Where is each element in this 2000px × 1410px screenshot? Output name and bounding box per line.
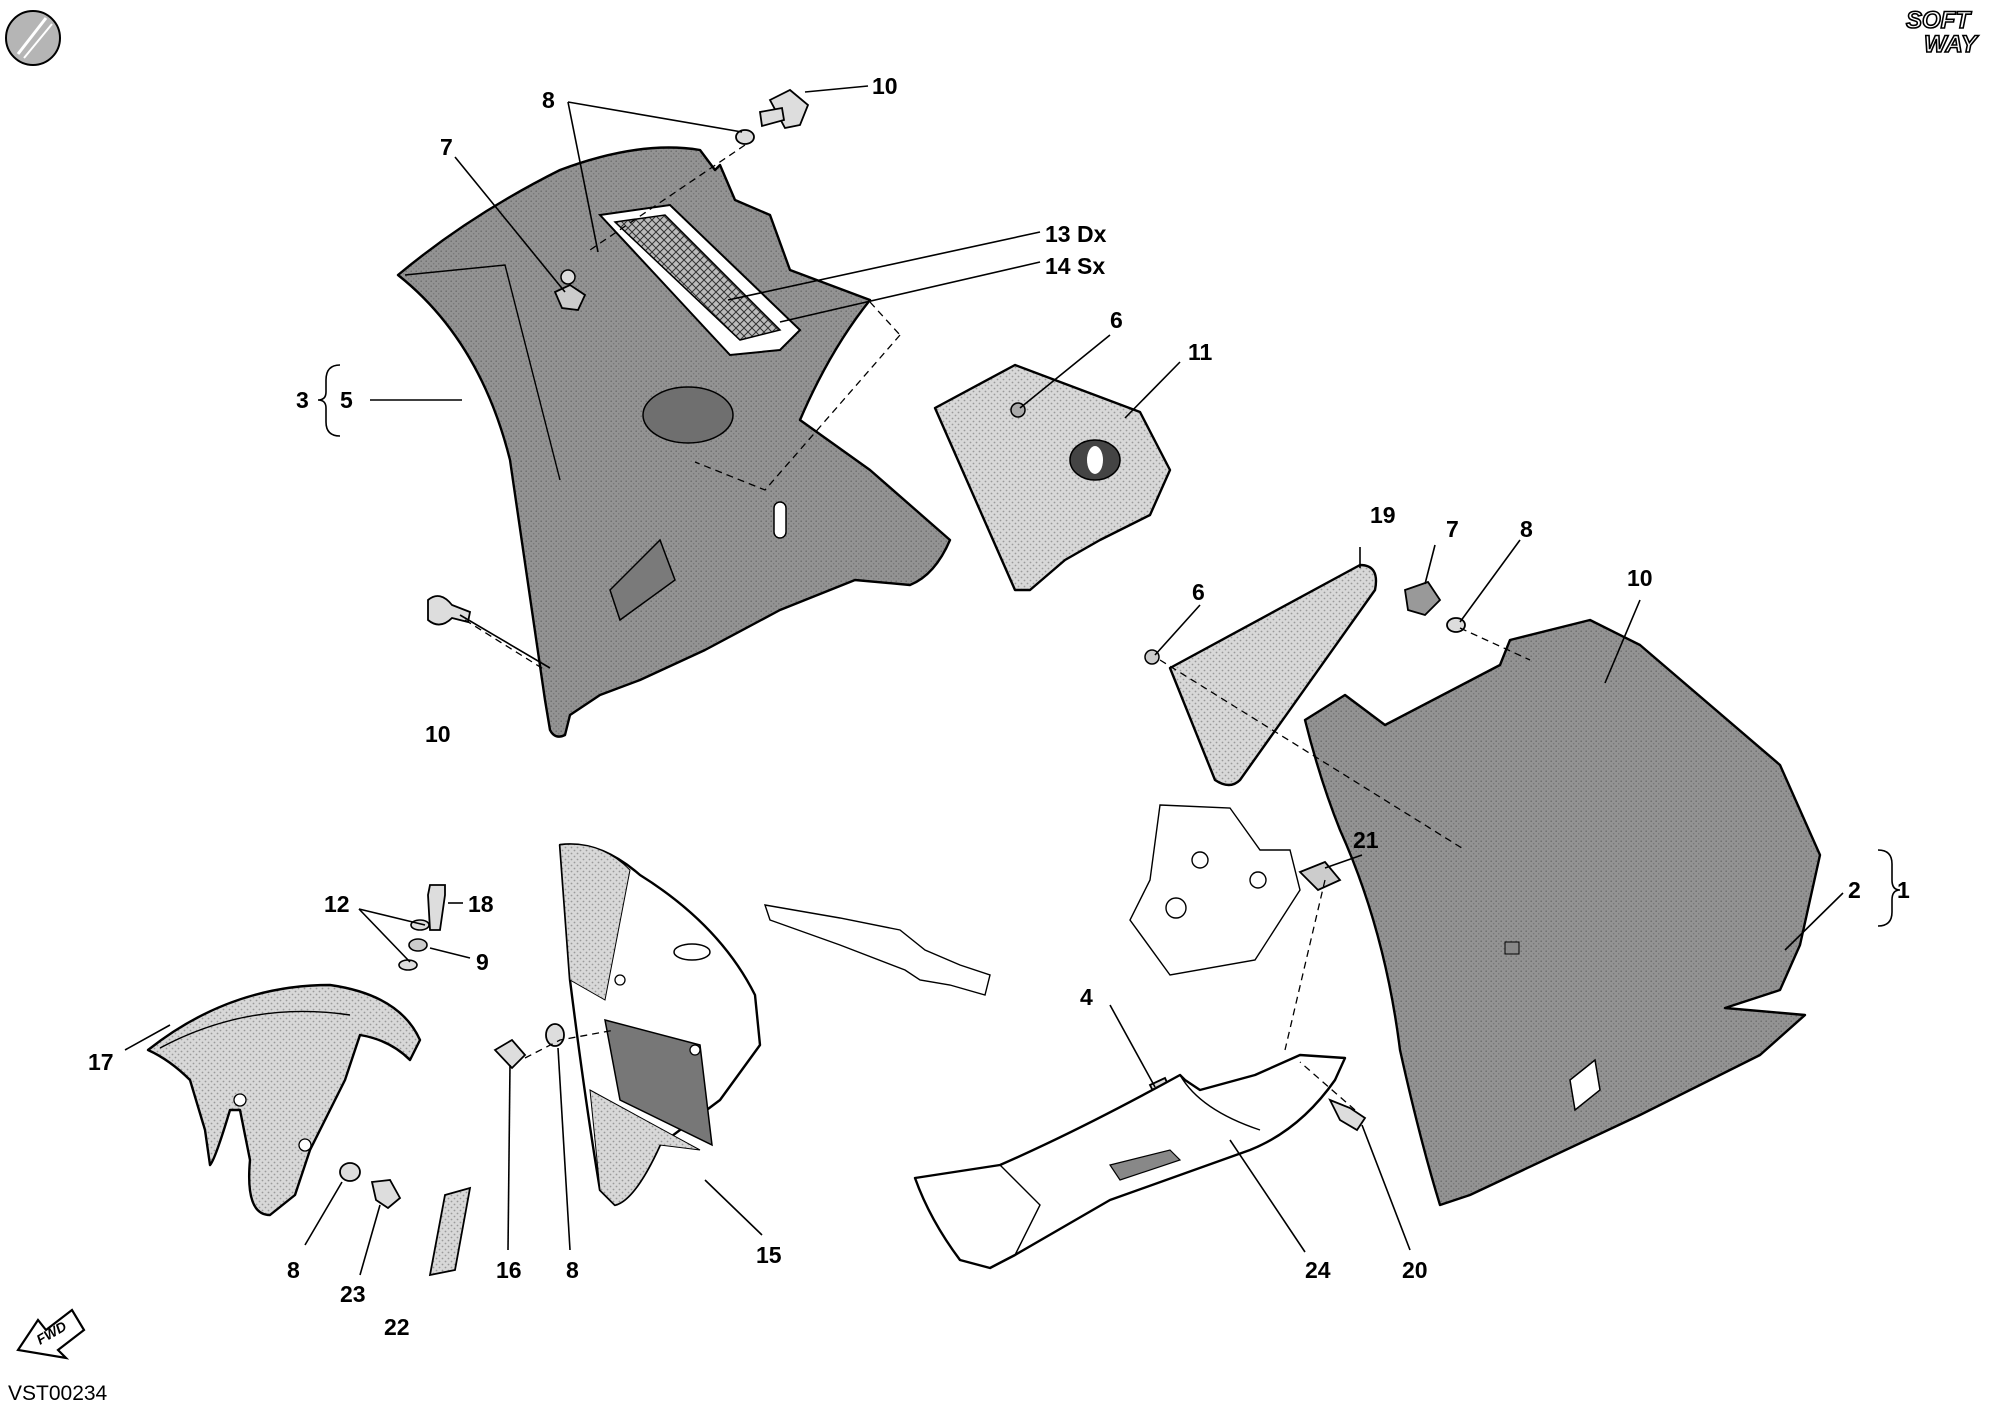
callout-5: 5 — [340, 387, 353, 413]
panel-19 — [1144, 563, 1378, 787]
callout-labels: 8 10 7 13 Dx 14 Sx 3 5 6 11 10 19 6 7 8 … — [88, 73, 1910, 1340]
leader-lines — [124, 85, 1844, 1276]
brace-3-5 — [317, 364, 341, 437]
callout-8-mid: 8 — [566, 1257, 579, 1283]
washers-12 — [398, 919, 430, 971]
callout-15: 15 — [756, 1242, 782, 1268]
drawing-code: VST00234 — [8, 1382, 108, 1405]
callout-22: 22 — [384, 1314, 410, 1340]
callout-13-dx: 13 Dx — [1045, 221, 1107, 247]
screw-16 — [493, 1038, 527, 1070]
callout-18: 18 — [468, 891, 494, 917]
callout-24: 24 — [1305, 1257, 1331, 1283]
callout-8-top: 8 — [542, 87, 555, 113]
forward-arrow-icon: FWD — [16, 1308, 86, 1360]
callout-11: 11 — [1188, 339, 1213, 365]
washer-8-bottom-left — [339, 1162, 361, 1182]
callout-14-sx: 14 Sx — [1045, 253, 1105, 279]
brand-line-2: WAY — [1924, 31, 1979, 58]
frame-bracket-sketch — [1129, 804, 1301, 976]
screw-10-left — [427, 595, 472, 626]
grommet-7-left — [553, 283, 587, 311]
callout-10-right: 10 — [1627, 565, 1653, 591]
callout-16: 16 — [496, 1257, 522, 1283]
nut-9 — [408, 938, 428, 952]
brace-2-1 — [1877, 849, 1901, 927]
mudguard-17 — [146, 983, 422, 1217]
brand-logo: SOFT WAY — [1905, 6, 1979, 59]
callout-7-left: 7 — [440, 134, 453, 160]
screw-23 — [370, 1179, 402, 1210]
washer-8-mid — [545, 1023, 565, 1047]
callout-8-bottom-left: 8 — [287, 1257, 300, 1283]
screw-18 — [427, 884, 446, 931]
callout-17: 17 — [88, 1049, 114, 1075]
callout-4: 4 — [1080, 984, 1093, 1010]
screw-10-top — [758, 88, 810, 130]
dashed-alignment-lines — [464, 144, 1531, 1111]
panel-11 — [933, 363, 1172, 592]
callout-6-mid: 6 — [1192, 579, 1205, 605]
callout-10-left: 10 — [425, 721, 451, 747]
grommet-7-right — [1403, 580, 1442, 617]
callout-2: 2 — [1848, 877, 1861, 903]
callout-6-top: 6 — [1110, 307, 1123, 333]
callout-10-top: 10 — [872, 73, 898, 99]
callout-1: 1 — [1897, 877, 1910, 903]
callout-3: 3 — [296, 387, 309, 413]
callout-12: 12 — [324, 891, 350, 917]
screw-20 — [1328, 1098, 1367, 1132]
callout-20: 20 — [1402, 1257, 1428, 1283]
callout-9: 9 — [476, 949, 489, 975]
left-upper-fairing — [396, 146, 952, 738]
callout-7-right: 7 — [1446, 516, 1459, 542]
washer-8-top — [735, 129, 755, 145]
mount-bracket-sketch — [763, 904, 991, 996]
callout-8-right: 8 — [1520, 516, 1533, 542]
grommet-21 — [1298, 860, 1342, 892]
spacer-22 — [428, 1186, 472, 1277]
right-main-fairing — [1303, 618, 1822, 1207]
inner-panel-15 — [558, 843, 762, 1207]
belly-pan-24 — [913, 1053, 1347, 1270]
callout-19: 19 — [1370, 502, 1396, 528]
disc-logo-icon — [5, 10, 61, 66]
callout-23: 23 — [340, 1281, 366, 1307]
callout-21: 21 — [1353, 827, 1379, 853]
brand-line-1: SOFT — [1906, 7, 1972, 34]
